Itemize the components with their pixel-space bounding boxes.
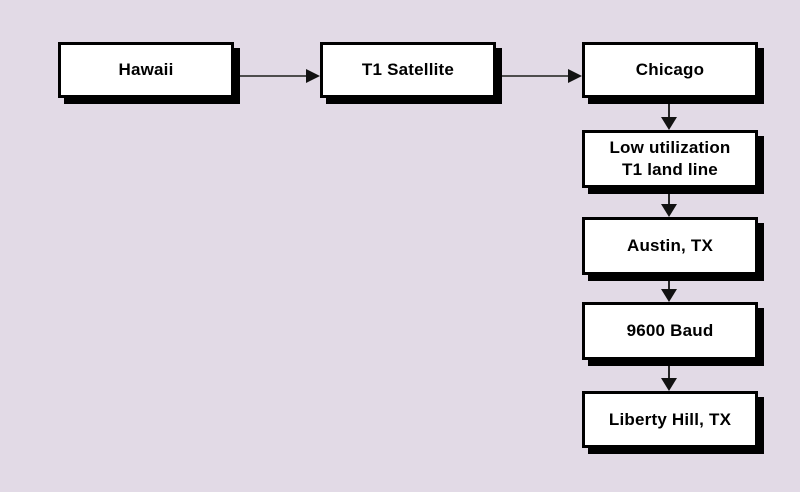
node-chicago: Chicago bbox=[582, 42, 758, 98]
node-austin-tx: Austin, TX bbox=[582, 217, 758, 275]
node-label: Austin, TX bbox=[626, 236, 714, 256]
arrowhead-down-icon bbox=[661, 289, 677, 302]
edge-line bbox=[668, 275, 670, 290]
arrowhead-right-icon bbox=[306, 69, 320, 83]
node-label: T1 Satellite bbox=[361, 60, 455, 80]
node-label: Liberty Hill, TX bbox=[608, 409, 732, 429]
node-9600-baud: 9600 Baud bbox=[582, 302, 758, 360]
node-label: Chicago bbox=[635, 60, 705, 80]
edge-line bbox=[668, 188, 670, 205]
arrowhead-right-icon bbox=[568, 69, 582, 83]
node-label: Hawaii bbox=[118, 60, 174, 80]
node-label-line2: T1 land line bbox=[622, 160, 718, 179]
arrowhead-down-icon bbox=[661, 378, 677, 391]
edge-line bbox=[668, 360, 670, 379]
edge-line bbox=[668, 98, 670, 118]
edge-line bbox=[496, 75, 569, 77]
arrowhead-down-icon bbox=[661, 204, 677, 217]
node-label-line1: Low utilization bbox=[609, 138, 731, 158]
node-label: 9600 Baud bbox=[626, 321, 714, 341]
node-t1-satellite: T1 Satellite bbox=[320, 42, 496, 98]
node-hawaii: Hawaii bbox=[58, 42, 234, 98]
edge-line bbox=[234, 75, 307, 77]
arrowhead-down-icon bbox=[661, 117, 677, 130]
node-liberty-hill-tx: Liberty Hill, TX bbox=[582, 391, 758, 448]
node-low-utilization-t1-land-line: Low utilization T1 land line bbox=[582, 130, 758, 188]
